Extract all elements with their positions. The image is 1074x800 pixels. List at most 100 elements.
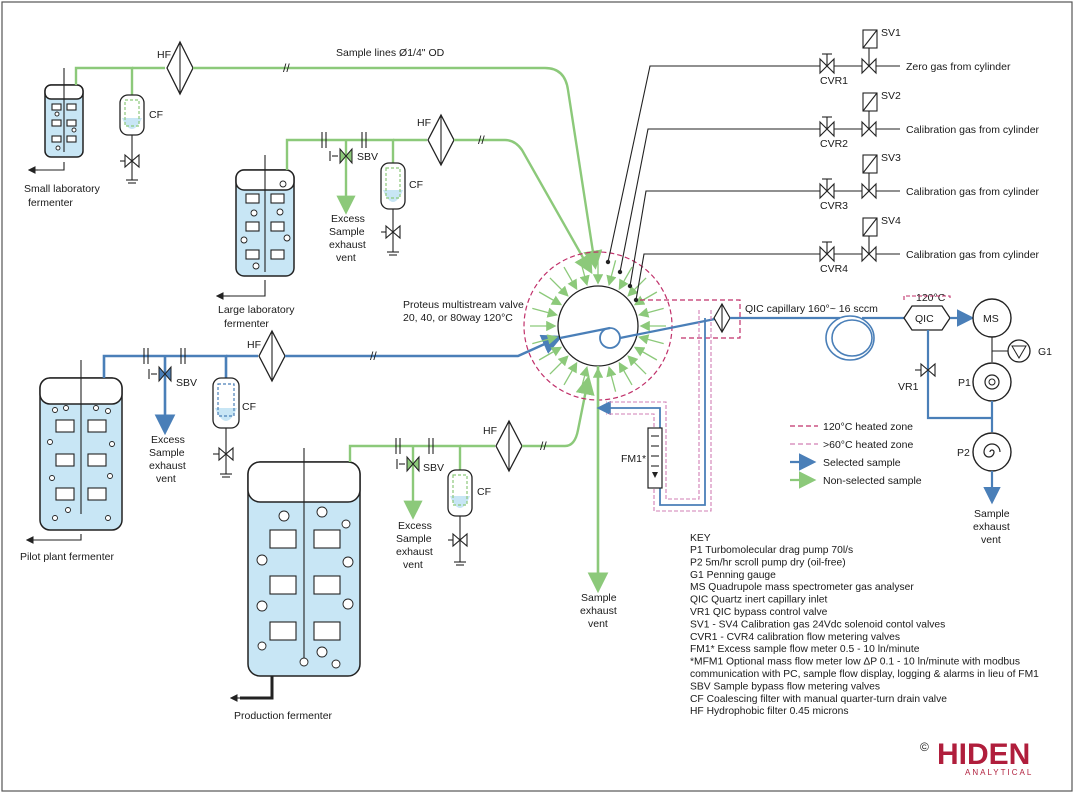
- small-fermenter-sample-line: [74, 66, 134, 95]
- cf-filter-small: [119, 94, 145, 184]
- brand-name: HIDEN: [937, 738, 1030, 771]
- sbv-label-pilot: SBV: [176, 377, 197, 389]
- sample-vent-valve-2: exhaust: [580, 605, 617, 617]
- valve-label-2: 20, 40, or 80way 120°C: [403, 312, 513, 324]
- pilot-fermenter-label: Pilot plant fermenter: [20, 551, 114, 563]
- large-laboratory-fermenter: [215, 155, 295, 300]
- fm1-flow-meter: [647, 427, 663, 489]
- turbo-pump-p1: [972, 362, 1012, 402]
- cf-label-pilot: CF: [242, 401, 256, 413]
- sbv-valve-pilot: [148, 356, 176, 436]
- proteus-multistream-valve: [523, 251, 721, 401]
- key-item: P1 Turbomolecular drag pump 70l/s: [690, 545, 853, 556]
- capillary-filter: [713, 302, 731, 334]
- excess-pilot-3: exhaust: [149, 460, 186, 472]
- sv2-label: SV2: [881, 90, 901, 102]
- scroll-pump-p2: [972, 432, 1012, 472]
- key-item: SV1 - SV4 Calibration gas 24Vdc solenoid…: [690, 619, 945, 630]
- large-fermenter-label-2: fermenter: [224, 318, 269, 330]
- key-item: CF Coalescing filter with manual quarter…: [690, 694, 947, 705]
- gas-source-label-3: Calibration gas from cylinder: [906, 186, 1040, 198]
- excess-production-2: Sample: [396, 533, 432, 545]
- production-fermenter: [229, 448, 361, 702]
- sample-line-production: [522, 375, 595, 448]
- excess-pilot-1: Excess: [151, 434, 185, 446]
- sample-vent-pump-1: Sample: [974, 508, 1010, 520]
- g1-label: G1: [1038, 346, 1052, 358]
- cf-filter-pilot: [212, 377, 240, 478]
- svg-text://: //: [283, 61, 290, 75]
- sbv-label-production: SBV: [423, 462, 444, 474]
- production-fermenter-sample-line: [348, 444, 462, 470]
- key-title: KEY: [690, 533, 711, 544]
- key-item: VR1 QIC bypass control valve: [690, 607, 828, 618]
- key-list: P1 Turbomolecular drag pump 70l/sP2 5m/h…: [690, 545, 1039, 717]
- excess-pilot-2: Sample: [149, 447, 185, 459]
- cf-filter-production: [447, 469, 473, 566]
- sample-vent-pump-2: exhaust: [973, 521, 1010, 533]
- key-item: HF Hydrophobic filter 0.45 microns: [690, 706, 849, 717]
- sample-lines-label: Sample lines Ø1/4" OD: [336, 47, 445, 59]
- cf-filter-large: [380, 162, 406, 256]
- ms-label: MS: [983, 313, 999, 325]
- sbv-valve-production: [396, 446, 423, 520]
- sample-vent-valve-1: Sample: [581, 592, 617, 604]
- hf-label-production: HF: [483, 425, 497, 437]
- hf-label-small: HF: [157, 49, 171, 61]
- key-item: SBV Sample bypass flow metering valves: [690, 681, 880, 692]
- sv4-label: SV4: [881, 215, 901, 227]
- hf-label-pilot: HF: [247, 339, 261, 351]
- cvr3-label: CVR3: [820, 200, 848, 212]
- vr1-bypass-line: [926, 330, 992, 420]
- vr1-valve: [915, 362, 936, 378]
- hf-label-large: HF: [417, 117, 431, 129]
- qic-inlet: [903, 305, 951, 331]
- sample-line-top: [193, 66, 603, 270]
- large-fermenter-sample-line: [285, 138, 395, 170]
- gas-source-label-4: Calibration gas from cylinder: [906, 249, 1040, 261]
- key-item: FM1* Excess sample flow meter 0.5 - 10 l…: [690, 644, 920, 655]
- penning-gauge-g1: [1007, 339, 1031, 363]
- svg-text://: //: [370, 349, 377, 363]
- small-fermenter-label-1: Small laboratory: [24, 183, 101, 195]
- qic-capillary-coil: [825, 315, 875, 361]
- sv1-label: SV1: [881, 27, 901, 39]
- excess-large-3: exhaust: [329, 239, 366, 251]
- gas-source-label-1: Zero gas from cylinder: [906, 61, 1011, 73]
- key-item: MS Quadrupole mass spectrometer gas anal…: [690, 582, 914, 593]
- qic-label: QIC: [915, 313, 934, 325]
- p2-label: P2: [957, 447, 970, 459]
- legend-heated-120: 120°C heated zone: [823, 421, 913, 433]
- excess-production-3: exhaust: [396, 546, 433, 558]
- svg-text://: //: [540, 439, 547, 453]
- selected-sample-line: [285, 334, 563, 358]
- legend-non-selected: Non-selected sample: [823, 475, 922, 487]
- valve-label-1: Proteus multistream valve: [403, 299, 524, 311]
- key-item: communication with PC, sample flow displ…: [690, 669, 1039, 680]
- legend: [790, 425, 818, 489]
- pilot-plant-fermenter: [25, 360, 123, 544]
- legend-selected: Selected sample: [823, 457, 901, 469]
- cf-label-small: CF: [149, 109, 163, 121]
- cf-label-production: CF: [477, 486, 491, 498]
- cvr4-label: CVR4: [820, 263, 848, 275]
- small-laboratory-fermenter: [27, 68, 84, 174]
- excess-pilot-4: vent: [156, 473, 176, 485]
- production-fermenter-label: Production fermenter: [234, 710, 333, 722]
- hf-filter-production: [495, 419, 523, 473]
- fm1-label: FM1*: [621, 453, 646, 465]
- hf-filter-large: [427, 113, 455, 167]
- cvr2-label: CVR2: [820, 138, 848, 150]
- sample-line-large: [454, 138, 593, 275]
- large-fermenter-label-1: Large laboratory: [218, 304, 295, 316]
- excess-large-4: vent: [336, 252, 356, 264]
- key-item: P2 5m/hr scroll pump dry (oil-free): [690, 557, 846, 568]
- qic-temp-label: 120°C: [916, 292, 946, 304]
